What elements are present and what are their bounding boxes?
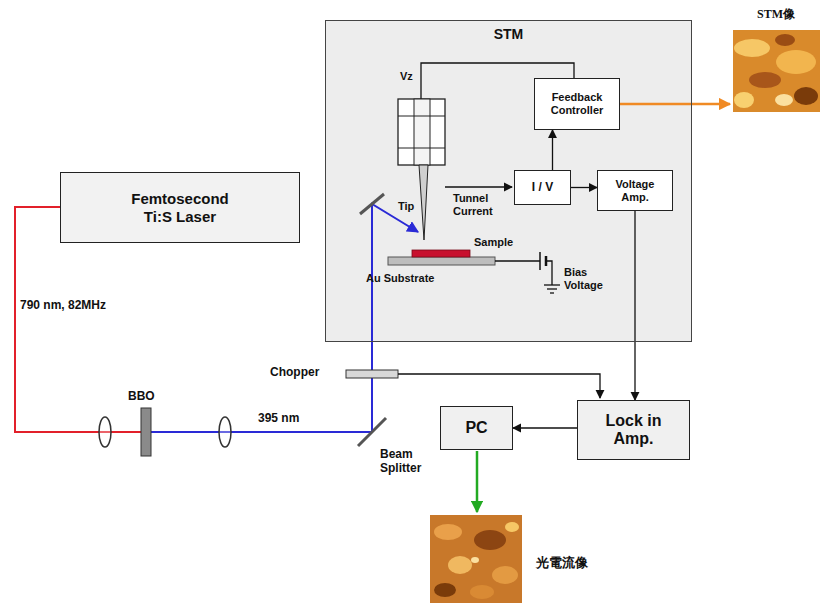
annotation-label: Beam Splitter <box>380 448 432 476</box>
image-texture <box>775 94 793 106</box>
image-texture <box>505 522 519 532</box>
piezo-scanner <box>398 99 445 165</box>
piezo-line <box>398 116 445 117</box>
signal-arrow <box>513 427 577 428</box>
au-substrate <box>388 257 495 265</box>
signal-arrow <box>634 211 635 400</box>
beam-splitter <box>358 418 386 446</box>
image-texture <box>434 524 462 540</box>
annotation-label: Tunnel Current <box>453 192 509 217</box>
image-texture <box>448 556 472 574</box>
bbo-crystal <box>141 408 151 456</box>
battery-plate <box>539 252 541 270</box>
box-label: PC <box>465 419 487 437</box>
lens <box>99 417 111 447</box>
image-texture <box>734 92 754 108</box>
signal-arrow <box>571 187 597 188</box>
stm-tip <box>419 165 428 240</box>
reference-wire <box>398 374 600 398</box>
image-texture <box>749 72 781 88</box>
lens <box>219 417 231 447</box>
amplifier-box: Voltage Amp. <box>597 170 673 211</box>
box-label: STM <box>494 26 524 42</box>
blue-beam <box>151 431 372 433</box>
computer-box: PC <box>440 406 513 450</box>
output-arrow <box>476 451 479 512</box>
image-texture <box>434 583 456 597</box>
image-texture <box>470 585 494 599</box>
piezo-tube <box>414 99 430 165</box>
annotation-label: 395 nm <box>258 412 299 426</box>
chopper-wheel <box>346 370 398 378</box>
ground-symbol <box>544 284 560 285</box>
box-label: I / V <box>532 181 553 195</box>
image-texture <box>492 566 518 584</box>
signal-arrow <box>552 130 553 170</box>
ground-symbol <box>550 292 554 293</box>
annotation-label: Au Substrate <box>366 272 434 285</box>
annotation-label: Tip <box>398 200 414 213</box>
annotation-label: STM像 <box>757 8 795 22</box>
stm-housing: STM Feedback Controller I / V Voltage Amp. <box>325 20 692 342</box>
converter-box: I / V <box>514 170 571 205</box>
sample-film <box>412 250 470 257</box>
photocurrent-image <box>430 515 522 603</box>
ground-symbol <box>547 288 557 289</box>
annotation-label: BBO <box>128 390 155 404</box>
image-ground <box>733 30 820 112</box>
blue-beam <box>372 204 418 432</box>
image-texture <box>474 530 506 550</box>
piezo-line <box>398 148 445 149</box>
controller-box: Feedback Controller <box>534 78 620 130</box>
annotation-label: Vz <box>400 70 413 83</box>
mirror <box>360 194 384 214</box>
annotation-label: Bias Voltage <box>564 266 620 291</box>
image-texture <box>776 50 816 74</box>
image-texture <box>734 39 770 57</box>
bias-wire <box>495 260 540 261</box>
box-label: Feedback Controller <box>540 91 614 116</box>
box-label: Voltage Amp. <box>605 178 665 203</box>
image-texture <box>775 34 795 46</box>
box-label: Lock in Amp. <box>594 412 674 449</box>
image-ground <box>430 515 522 603</box>
annotation-label: 光電流像 <box>536 556 588 571</box>
annotation-label: 790 nm, 82MHz <box>20 299 106 313</box>
annotation-label: Chopper <box>270 366 319 380</box>
annotation-label: Sample <box>474 236 513 249</box>
stm-image <box>733 30 820 112</box>
lockin-box: Lock in Amp. <box>577 400 690 460</box>
output-arrow <box>615 103 730 106</box>
bias-wire <box>546 261 552 285</box>
image-texture <box>794 87 818 105</box>
current-wire <box>445 186 512 187</box>
box-label: Femtosecond Ti:S Laser <box>120 190 240 225</box>
laser-box: Femtosecond Ti:S Laser <box>60 172 300 243</box>
image-texture <box>471 557 479 563</box>
housing-fill <box>325 20 692 342</box>
